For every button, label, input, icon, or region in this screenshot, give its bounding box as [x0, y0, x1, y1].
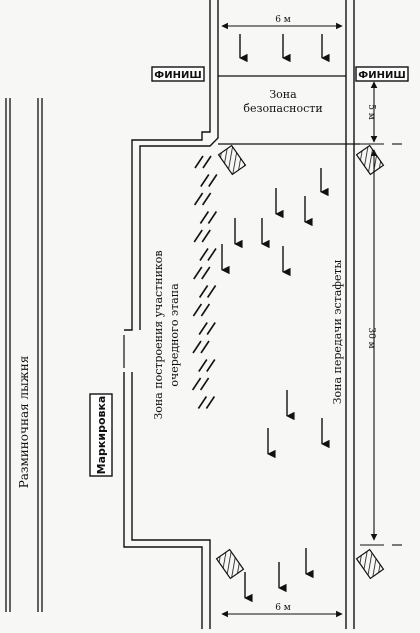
direction-arrows	[221, 34, 330, 603]
hatch-block-bottom-right	[355, 548, 385, 580]
bottom-width-label: 6 м	[275, 603, 291, 613]
lineup-slash-mark	[197, 396, 208, 409]
lineup-slash-mark	[200, 303, 211, 317]
lineup-slash-mark	[202, 155, 212, 169]
warmup-track-lines	[5, 98, 43, 612]
lineup-slash-mark	[206, 359, 216, 372]
dimension-ticks	[360, 75, 402, 546]
lineup-slash-mark	[199, 248, 209, 261]
lineup-slash-mark	[194, 155, 204, 169]
lineup-slash-marks	[191, 155, 218, 409]
hatch-block-bottom-left	[215, 548, 245, 580]
top-width-label: 6 м	[275, 15, 291, 25]
lineup-slash-mark	[193, 266, 203, 280]
lineup-slash-mark	[206, 322, 216, 335]
dist-5-label: 5 м	[366, 104, 376, 120]
lineup-slash-mark	[205, 396, 216, 409]
safety-zone-label-2: безопасности	[243, 102, 322, 115]
safety-zone-label-1: Зона	[269, 88, 297, 101]
finish-left-label: ФИНИШ	[154, 70, 201, 81]
hatch-block-top-right	[355, 144, 385, 176]
lineup-slash-mark	[200, 174, 210, 187]
lineup-slash-mark	[206, 285, 217, 298]
finish-right-label: ФИНИШ	[358, 70, 405, 81]
lineup-slash-mark	[207, 248, 217, 261]
marking-box: Маркировка	[89, 393, 113, 477]
warmup-track-label: Разминочная лыжня	[17, 356, 31, 489]
lineup-slash-mark	[201, 192, 212, 206]
lineup-slash-mark	[201, 266, 211, 280]
hatched-markers	[215, 144, 385, 580]
lineup-slash-mark	[191, 377, 202, 391]
dist-30-label: 30 м	[366, 327, 376, 348]
finish-box-right: ФИНИШ	[355, 66, 409, 82]
lineup-slash-mark	[198, 285, 209, 298]
lineup-slash-mark	[192, 303, 203, 317]
lineup-slash-mark	[198, 322, 208, 335]
corridor-walls	[123, 0, 355, 629]
baton-zone-label: Зона передачи эстафеты	[331, 259, 344, 404]
lineup-zone-label-1: Зона построения участников	[152, 250, 165, 419]
lineup-slash-mark	[199, 377, 210, 391]
marking-label: Маркировка	[95, 396, 108, 475]
lineup-slash-mark	[207, 211, 218, 224]
lineup-slash-mark	[200, 340, 210, 354]
lineup-zone-label-2: очередного этапа	[168, 283, 181, 387]
lineup-slash-mark	[201, 229, 211, 243]
hatch-block-top-left	[217, 144, 247, 176]
safety-zone-boundary	[218, 75, 360, 145]
finish-box-left: ФИНИШ	[151, 66, 205, 82]
lineup-slash-mark	[199, 211, 210, 224]
lineup-slash-mark	[192, 340, 202, 354]
lineup-slash-mark	[198, 359, 208, 372]
lineup-slash-mark	[193, 229, 203, 243]
lineup-slash-mark	[208, 174, 218, 187]
lineup-slash-mark	[193, 192, 204, 206]
